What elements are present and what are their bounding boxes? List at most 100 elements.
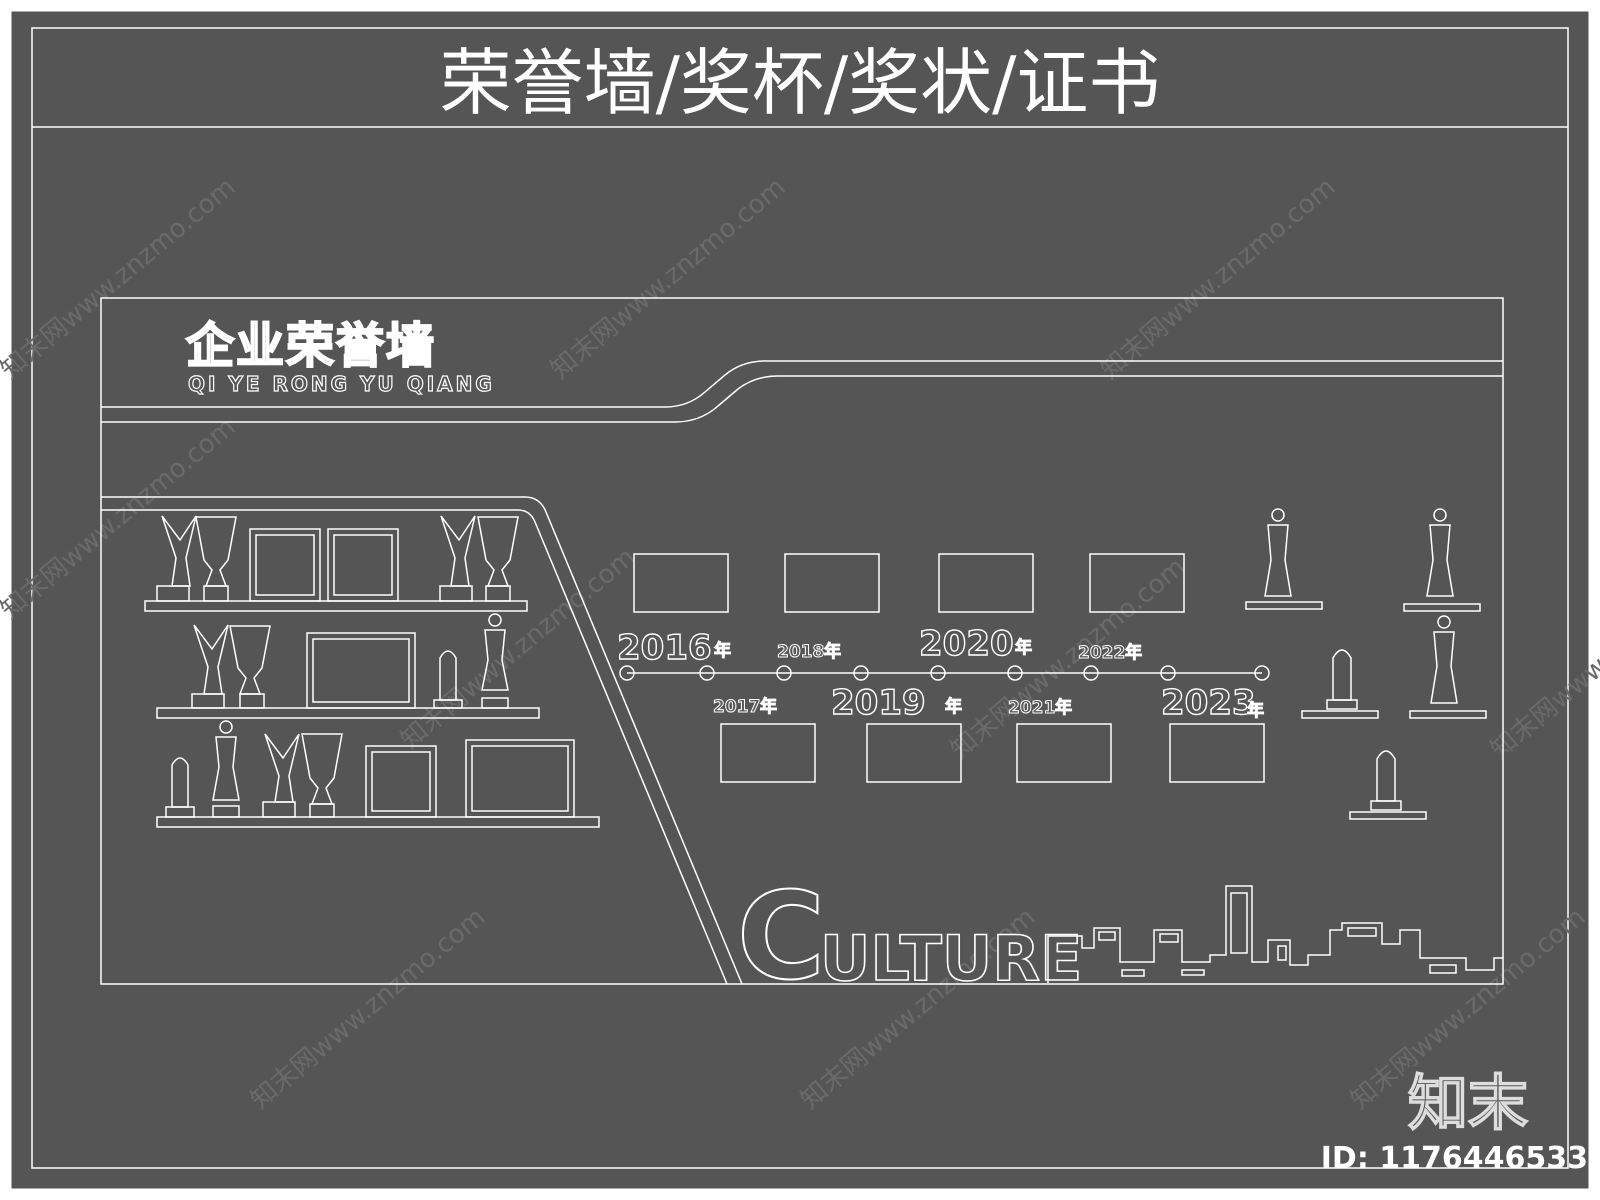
trophy-urn xyxy=(1430,631,1458,704)
skyline-windows xyxy=(1098,892,1457,977)
trophy-obelisk xyxy=(1376,750,1396,802)
photo-frame xyxy=(866,723,962,783)
year-label: 2019 xyxy=(831,683,926,723)
trophy-base xyxy=(165,806,195,818)
building-windows xyxy=(1230,892,1248,954)
shelf-3 xyxy=(156,720,600,828)
year-suffix: 年 xyxy=(1015,637,1032,658)
timeline-node xyxy=(853,665,869,681)
trophy-finial xyxy=(1433,508,1447,522)
trophy-urn xyxy=(1426,524,1454,597)
trophy-finial xyxy=(1271,508,1285,522)
trophy-base xyxy=(485,585,511,602)
year-suffix: 年 xyxy=(1125,642,1142,663)
certificate-inner xyxy=(312,638,410,703)
timeline-node xyxy=(619,665,635,681)
certificate-inner xyxy=(371,751,431,812)
culture-initial: C xyxy=(737,868,825,1007)
certificate-inner xyxy=(255,534,315,596)
trophy-base xyxy=(1370,800,1402,811)
timeline-node xyxy=(930,665,946,681)
trophy-base xyxy=(433,699,463,709)
trophy-stand xyxy=(1301,710,1379,719)
heading-pinyin: QI YE RONG YU QIANG xyxy=(188,372,495,396)
timeline-node xyxy=(1007,665,1023,681)
drawing-background xyxy=(8,8,1592,1192)
photo-frame xyxy=(633,553,729,613)
trophy-obelisk xyxy=(439,650,457,701)
honor-wall-elevation: 企业荣誉墙 QI YE RONG YU QIANG xyxy=(100,297,1504,1008)
trophy-stand xyxy=(1349,811,1427,820)
photo-frame xyxy=(1016,723,1112,783)
trophy-finial xyxy=(219,720,233,734)
timeline-node xyxy=(1160,665,1176,681)
year-suffix: 年 xyxy=(824,641,841,662)
trophy-crystal xyxy=(161,515,197,587)
year-label: 2016 xyxy=(617,628,712,668)
trophy-base xyxy=(239,693,265,709)
trophy-base xyxy=(212,805,240,818)
photo-frame xyxy=(1089,553,1185,613)
trophy-base xyxy=(309,803,335,818)
timeline-node xyxy=(1254,665,1270,681)
building-windows xyxy=(1347,927,1377,937)
trophy-base xyxy=(203,585,229,602)
culture-word: ULTURE xyxy=(820,922,1082,995)
right-trophies xyxy=(1245,508,1487,820)
trophy-urn xyxy=(481,629,509,691)
trophy-crystal xyxy=(440,515,476,587)
trophy-stand xyxy=(1409,710,1487,719)
trophy-base xyxy=(262,801,296,818)
year-labels: 2016 年 2018 年 2020 年 2022 年 2017 年 2019 … xyxy=(616,623,1264,723)
header-band-line-upper xyxy=(101,375,1503,423)
building-windows xyxy=(1429,964,1457,974)
trophy-stand xyxy=(1245,601,1323,610)
inner-frame xyxy=(31,27,1569,1169)
year-label: 2020 xyxy=(919,624,1014,664)
drawing-id: ID: 1176446533 xyxy=(1321,1141,1588,1176)
building-windows xyxy=(1159,933,1179,943)
certificate-frame xyxy=(327,528,399,602)
building-windows xyxy=(1098,931,1116,941)
trophy-crystal xyxy=(193,624,229,695)
building-windows xyxy=(1181,969,1205,976)
trophy-stand xyxy=(1403,603,1481,612)
photo-frame xyxy=(1169,723,1265,783)
timeline-node xyxy=(776,665,792,681)
photo-frame xyxy=(938,553,1034,613)
city-skyline xyxy=(1047,885,1503,983)
certificate-inner xyxy=(333,534,393,596)
shelf-2 xyxy=(156,613,540,719)
trophy-finial xyxy=(488,613,502,627)
building-windows xyxy=(1121,969,1145,977)
trophy-urn xyxy=(1264,524,1292,597)
trophy-base xyxy=(191,693,225,709)
timeline-photo-frames xyxy=(633,553,1265,783)
year-label: 2021 xyxy=(1008,698,1055,718)
year-label: 2023 xyxy=(1161,683,1256,723)
diagonal-divider-inner xyxy=(101,509,728,985)
trophy-obelisk xyxy=(1332,649,1352,701)
brand-logo-text: 知末 xyxy=(1408,1069,1528,1139)
timeline-node xyxy=(1083,665,1099,681)
year-suffix: 年 xyxy=(1055,697,1072,718)
trophy-finial xyxy=(1437,615,1451,629)
trophy-base xyxy=(439,585,473,602)
year-label: 2018 xyxy=(777,642,824,662)
timeline-node xyxy=(699,665,715,681)
year-label: 2017 xyxy=(713,697,760,717)
diagonal-divider-outer xyxy=(101,496,743,985)
certificate-frame xyxy=(465,739,575,818)
year-suffix: 年 xyxy=(1247,700,1264,721)
year-suffix: 年 xyxy=(760,696,777,717)
timeline-nodes xyxy=(619,665,1270,681)
photo-frame xyxy=(720,723,816,783)
trophy-obelisk xyxy=(171,757,189,808)
year-label: 2022 xyxy=(1078,643,1125,663)
shelf-1 xyxy=(144,515,528,612)
trophy-base xyxy=(1326,699,1358,710)
certificate-frame xyxy=(365,745,437,818)
certificate-frame xyxy=(306,632,416,709)
certificate-inner xyxy=(471,745,569,812)
